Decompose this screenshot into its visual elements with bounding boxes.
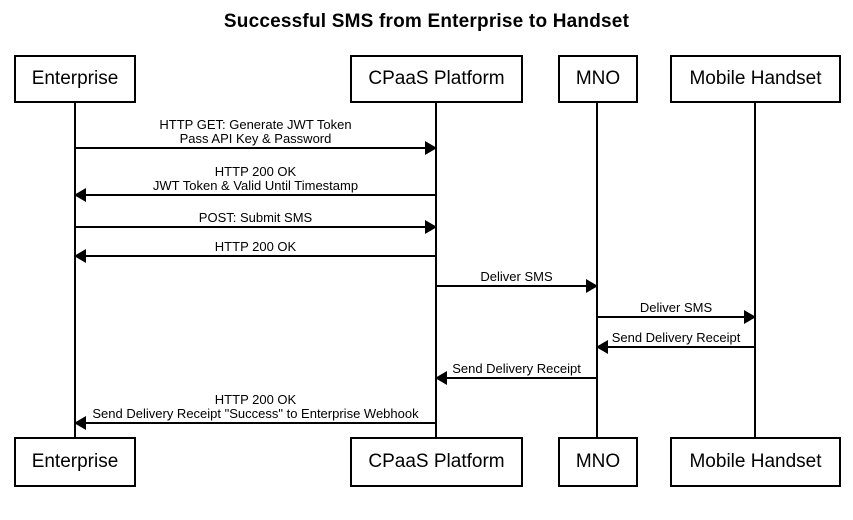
arrow-shaft xyxy=(75,255,436,257)
message-label-line: Send Delivery Receipt "Success" to Enter… xyxy=(92,406,419,421)
message-label: Deliver SMS xyxy=(436,270,597,284)
message-label: HTTP 200 OK xyxy=(75,240,436,254)
actor-label-handset: Mobile Handset xyxy=(689,451,822,472)
message-label-line: Deliver SMS xyxy=(639,300,713,315)
arrow-shaft xyxy=(75,194,436,196)
actor-box-cpaas-bottom: CPaaS Platform xyxy=(350,437,523,487)
actor-label-cpaas: CPaaS Platform xyxy=(368,68,505,89)
arrow-shaft xyxy=(597,316,755,318)
message-label-line: HTTP 200 OK xyxy=(214,392,297,407)
arrow-shaft xyxy=(75,226,436,228)
arrowhead-right-icon xyxy=(425,220,437,234)
lifeline-enterprise xyxy=(74,103,76,437)
message-label-line: Send Delivery Receipt xyxy=(452,361,581,376)
message-label: HTTP GET: Generate JWT Token Pass API Ke… xyxy=(75,118,436,146)
message-label-line: Pass API Key & Password xyxy=(179,131,332,146)
actor-box-enterprise-bottom: Enterprise xyxy=(14,437,136,487)
lifeline-cpaas xyxy=(435,103,437,437)
message-label-line: HTTP 200 OK xyxy=(214,164,297,179)
arrowhead-right-icon xyxy=(425,141,437,155)
actor-box-mno-bottom: MNO xyxy=(558,437,638,487)
arrowhead-left-icon xyxy=(74,416,86,430)
actor-box-handset-top: Mobile Handset xyxy=(670,55,841,103)
actor-label-enterprise: Enterprise xyxy=(31,68,119,89)
message-label: HTTP 200 OK Send Delivery Receipt "Succe… xyxy=(75,393,436,421)
arrowhead-left-icon xyxy=(74,249,86,263)
actor-label-enterprise: Enterprise xyxy=(31,451,119,472)
actor-box-enterprise-top: Enterprise xyxy=(14,55,136,103)
arrowhead-left-icon xyxy=(74,188,86,202)
actor-label-mno: MNO xyxy=(575,68,621,89)
arrow-shaft xyxy=(75,422,436,424)
message-label-line: POST: Submit SMS xyxy=(198,210,313,225)
actor-box-cpaas-top: CPaaS Platform xyxy=(350,55,523,103)
message-label-line: HTTP GET: Generate JWT Token xyxy=(159,117,352,132)
arrow-shaft xyxy=(75,147,436,149)
actor-box-handset-bottom: Mobile Handset xyxy=(670,437,841,487)
message-label-line: JWT Token & Valid Until Timestamp xyxy=(152,178,359,193)
message-label: Send Delivery Receipt xyxy=(597,331,755,345)
arrowhead-right-icon xyxy=(586,279,598,293)
message-label: Deliver SMS xyxy=(597,301,755,315)
arrowhead-left-icon xyxy=(596,340,608,354)
message-label-line: Send Delivery Receipt xyxy=(611,330,741,345)
message-label-line: Deliver SMS xyxy=(480,269,553,284)
actor-box-mno-top: MNO xyxy=(558,55,638,103)
lifeline-mno xyxy=(596,103,598,437)
actor-label-cpaas: CPaaS Platform xyxy=(368,451,505,472)
message-label: Send Delivery Receipt xyxy=(436,362,597,376)
arrow-shaft xyxy=(436,377,597,379)
message-label: POST: Submit SMS xyxy=(75,211,436,225)
arrowhead-left-icon xyxy=(435,371,447,385)
message-label-line: HTTP 200 OK xyxy=(214,239,297,254)
arrowhead-right-icon xyxy=(744,310,756,324)
lifeline-handset xyxy=(754,103,756,437)
diagram-title: Successful SMS from Enterprise to Handse… xyxy=(223,11,630,32)
message-label: HTTP 200 OK JWT Token & Valid Until Time… xyxy=(75,165,436,193)
actor-label-handset: Mobile Handset xyxy=(689,68,822,89)
arrow-shaft xyxy=(436,285,597,287)
arrow-shaft xyxy=(597,346,755,348)
actor-label-mno: MNO xyxy=(575,451,621,472)
